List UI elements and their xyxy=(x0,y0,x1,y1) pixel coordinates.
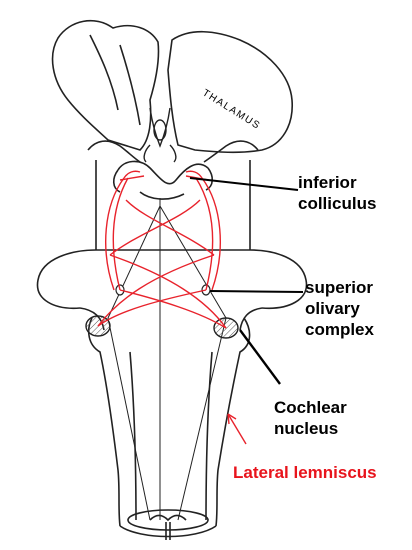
inferior-colliculus-label-line1: inferior xyxy=(298,172,376,193)
superior-olivary-nuclei xyxy=(116,285,210,295)
midline-lines xyxy=(108,198,226,520)
thalamus-label: THALAMUS xyxy=(200,88,262,133)
medulla-outline xyxy=(89,318,250,540)
superior-olivary-label-line3: complex xyxy=(305,319,374,340)
leader-lines xyxy=(190,178,303,384)
cochlear-nucleus-label-line2: nucleus xyxy=(274,418,347,439)
lateral-lemniscus-arrow xyxy=(228,414,246,444)
pons-outline xyxy=(38,250,307,330)
thalamus-right-lobe xyxy=(168,32,292,153)
cochlear-nucleus-label-line1: Cochlear xyxy=(274,397,347,418)
inferior-colliculus-label-line2: colliculus xyxy=(298,193,376,214)
cochlear-nucleus-label: Cochlear nucleus xyxy=(274,397,347,439)
superior-olivary-complex-label: superior olivary complex xyxy=(305,277,374,340)
thalamus-left-lobe xyxy=(53,21,159,150)
lateral-lemniscus-label: Lateral lemniscus xyxy=(233,462,377,483)
inferior-colliculus-label: inferior colliculus xyxy=(298,172,376,214)
lateral-lemniscus-label-text: Lateral lemniscus xyxy=(233,462,377,483)
superior-olivary-label-line1: superior xyxy=(305,277,374,298)
superior-olivary-label-line2: olivary xyxy=(305,298,374,319)
